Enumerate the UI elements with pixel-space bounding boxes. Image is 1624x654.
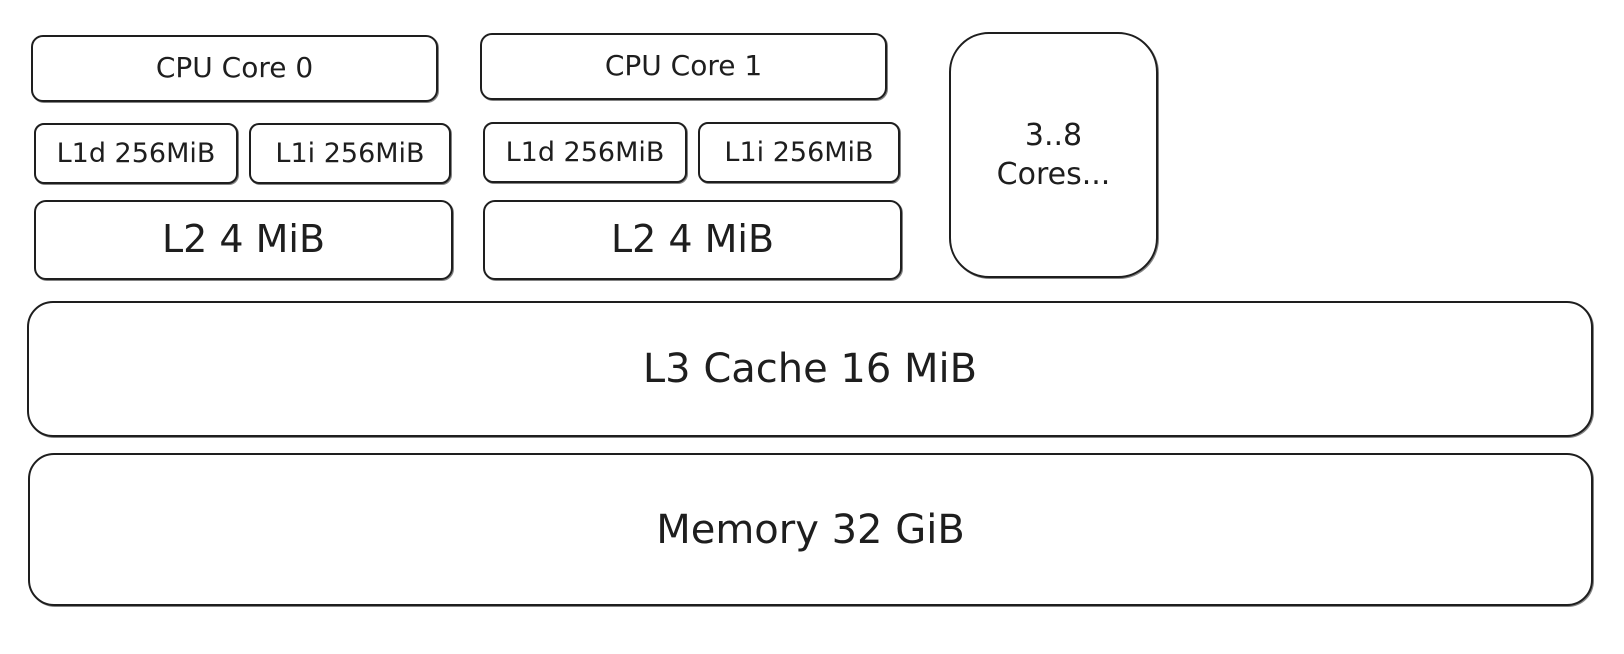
core-0-l1i-cache: L1i 256MiB	[249, 123, 451, 184]
more-cores-box: 3..8 Cores...	[949, 32, 1158, 278]
memory-label: Memory 32 GiB	[656, 506, 965, 553]
core-1-l2-label: L2 4 MiB	[610, 217, 775, 262]
cpu-core-1-box: CPU Core 1	[480, 33, 887, 100]
core-1-l1d-label: L1d 256MiB	[505, 136, 665, 168]
core-1-l1i-cache: L1i 256MiB	[698, 122, 900, 183]
core-0-l2-label: L2 4 MiB	[161, 217, 326, 262]
core-0-l2-cache: L2 4 MiB	[34, 200, 453, 280]
core-1-l2-cache: L2 4 MiB	[483, 200, 902, 280]
cpu-core-0-box: CPU Core 0	[31, 35, 438, 102]
core-0-l1i-label: L1i 256MiB	[275, 137, 425, 169]
l3-cache-label: L3 Cache 16 MiB	[642, 346, 978, 392]
cpu-core-0-label: CPU Core 0	[155, 51, 314, 85]
memory-box: Memory 32 GiB	[28, 453, 1593, 606]
cpu-core-1-label: CPU Core 1	[604, 49, 763, 83]
core-1-l1d-cache: L1d 256MiB	[483, 122, 687, 183]
core-0-l1d-cache: L1d 256MiB	[34, 123, 238, 184]
core-0-l1d-label: L1d 256MiB	[56, 137, 216, 169]
more-cores-label: 3..8 Cores...	[996, 118, 1111, 192]
l3-cache-box: L3 Cache 16 MiB	[27, 301, 1593, 437]
core-1-l1i-label: L1i 256MiB	[724, 136, 874, 168]
